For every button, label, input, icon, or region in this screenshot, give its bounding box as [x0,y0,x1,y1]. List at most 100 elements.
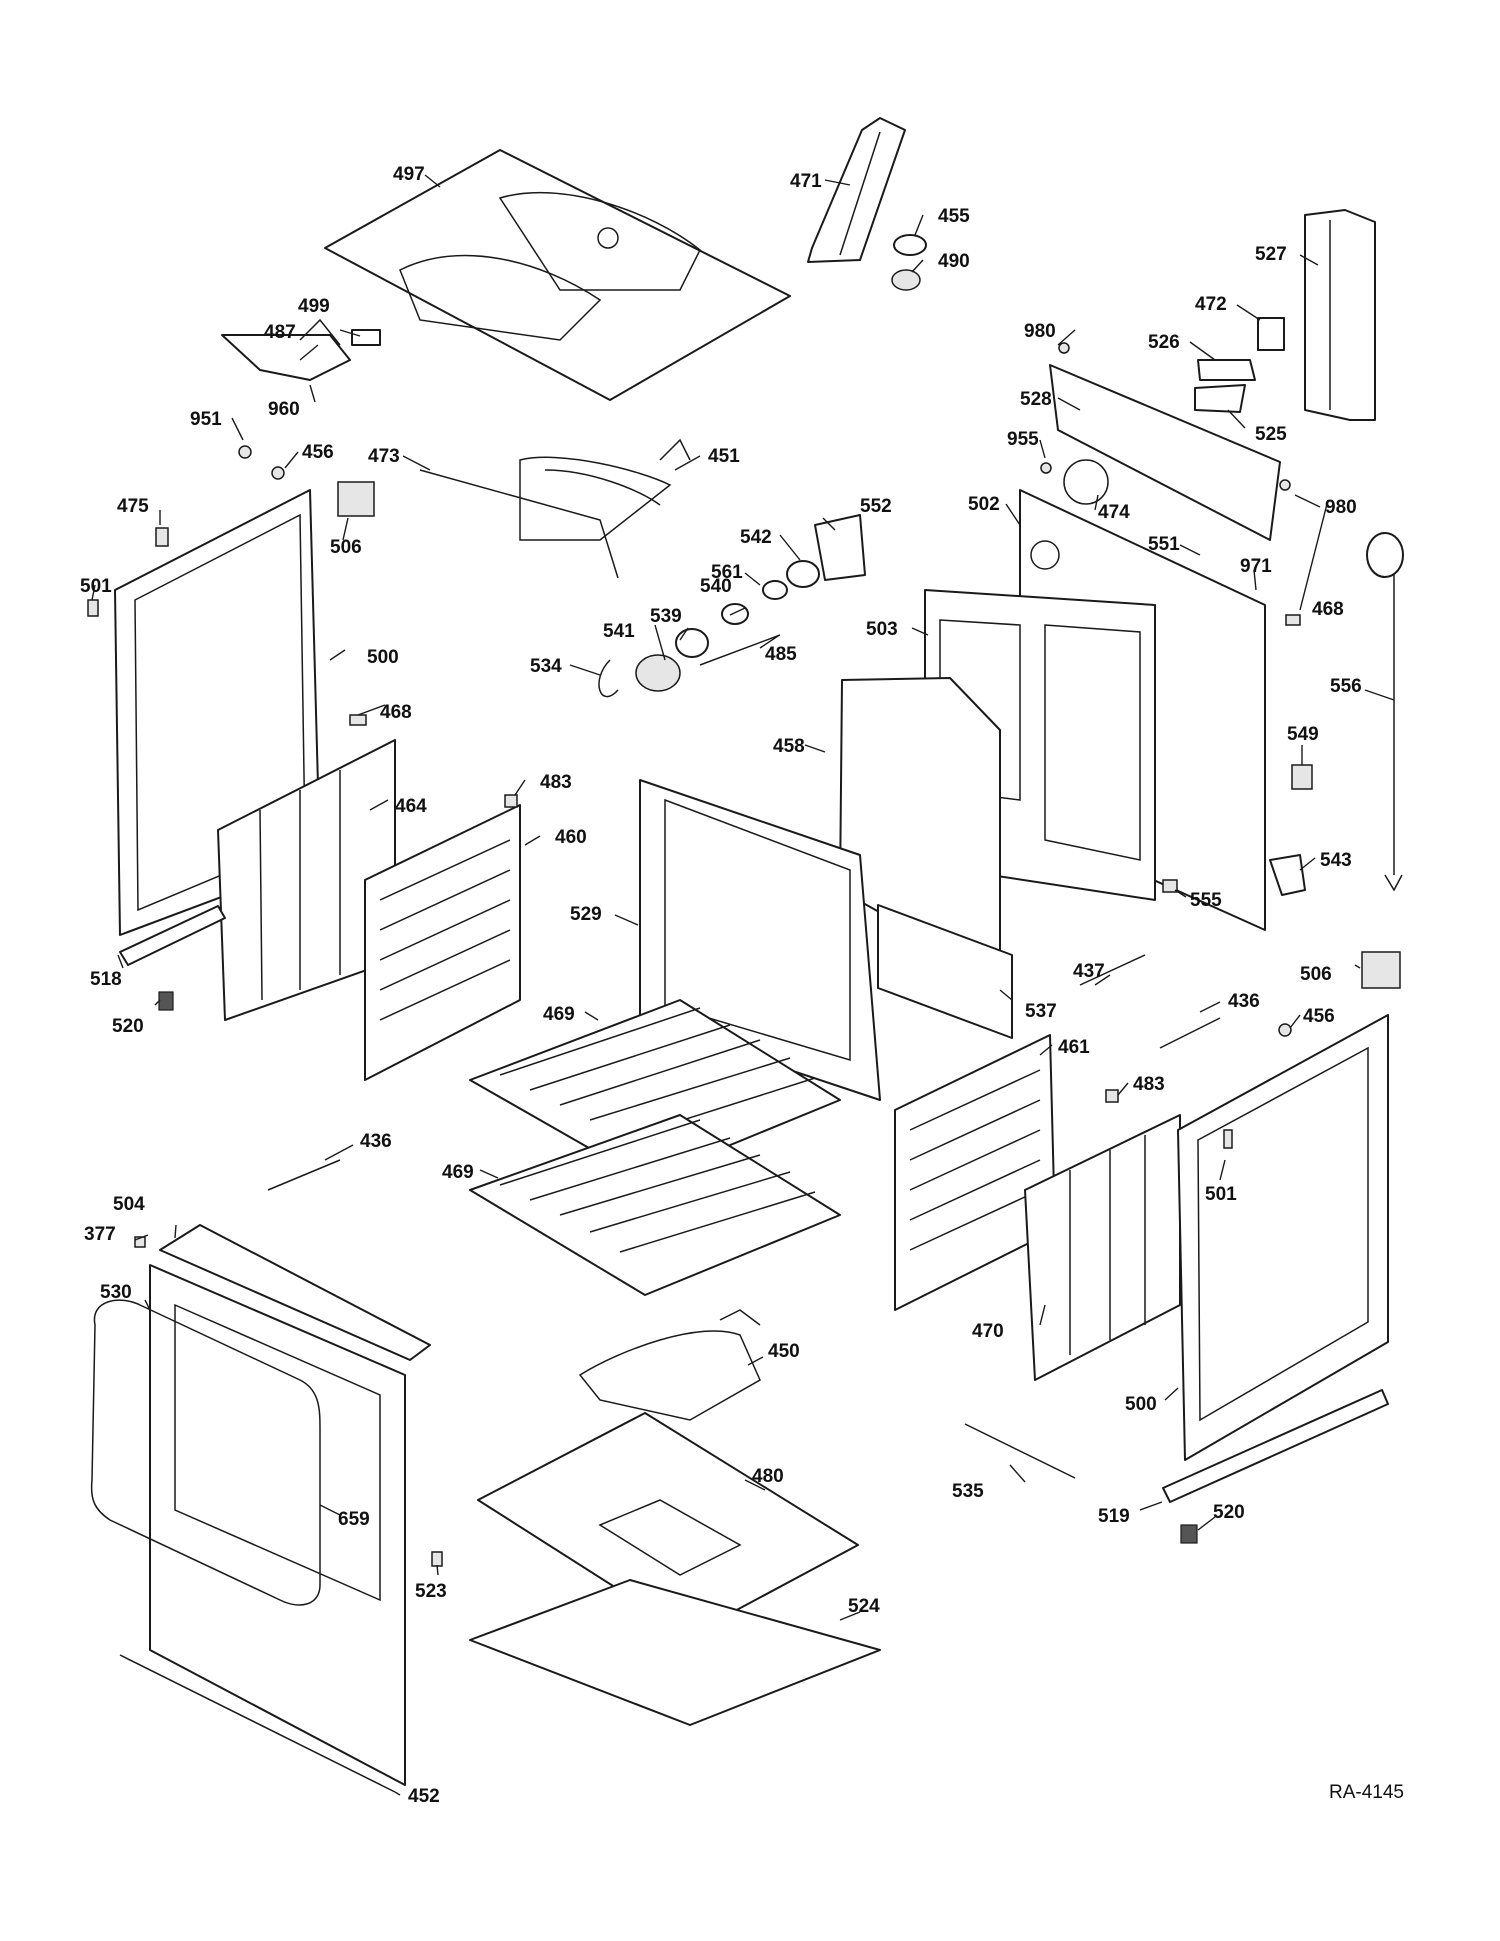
callout-500: 500 [367,647,399,668]
right-heat-shield-part [1024,1114,1181,1381]
callout-456: 456 [1303,1006,1335,1027]
callout-503: 503 [866,619,898,640]
callout-437: 437 [1073,961,1105,982]
callout-452: 452 [408,1786,440,1807]
callout-472: 472 [1195,294,1227,315]
callout-485: 485 [765,644,797,665]
callout-520: 520 [112,1016,144,1037]
callout-518: 518 [90,969,122,990]
callout-473: 473 [368,446,400,467]
anti-tip-rod-part [1366,532,1404,892]
switch-assembly-part [221,318,381,381]
callout-524: 524 [848,1596,880,1617]
misc-bracket-part [1162,764,1313,896]
left-heat-shield-part [217,739,396,1021]
callout-543: 543 [1320,850,1352,871]
callout-525: 525 [1255,424,1287,445]
left-rack-support-part [364,804,521,1081]
callout-436: 436 [360,1131,392,1152]
callout-955: 955 [1007,429,1039,450]
reference-code: RA-4145 [1329,1782,1404,1803]
callout-556: 556 [1330,676,1362,697]
callout-504: 504 [113,1194,145,1215]
callout-520: 520 [1213,1502,1245,1523]
callout-500: 500 [1125,1394,1157,1415]
bottom-panel-part [469,1579,881,1726]
callout-464: 464 [395,796,427,817]
callout-555: 555 [1190,890,1222,911]
callout-455: 455 [938,206,970,227]
back-wall-panel-part [877,904,1013,1039]
callout-483: 483 [1133,1074,1165,1095]
callout-539: 539 [650,606,682,627]
callout-490: 490 [938,251,970,272]
callout-980: 980 [1024,321,1056,342]
callout-497: 497 [393,164,425,185]
callout-506: 506 [330,537,362,558]
callout-461: 461 [1058,1037,1090,1058]
callout-labels: 497 471 455 490 527 499 487 960 472 980 … [80,164,1404,1807]
rear-vent-panel-part [1304,209,1376,421]
callout-502: 502 [968,494,1000,515]
callout-561: 561 [711,562,743,583]
callout-519: 519 [1098,1506,1130,1527]
callout-470: 470 [972,1321,1004,1342]
callout-460: 460 [555,827,587,848]
callout-474: 474 [1098,502,1130,523]
callout-537: 537 [1025,1001,1057,1022]
callout-552: 552 [860,496,892,517]
callout-483: 483 [540,772,572,793]
callout-501: 501 [80,576,112,597]
callout-960: 960 [268,399,300,420]
callout-549: 549 [1287,724,1319,745]
callout-542: 542 [740,527,772,548]
callout-530: 530 [100,1282,132,1303]
terminal-cover-part [337,481,1401,989]
oven-light-assembly-part [598,514,866,698]
callout-499: 499 [298,296,330,317]
front-frame-part [134,1224,431,1786]
callout-468: 468 [380,702,412,723]
callout-377: 377 [84,1224,116,1245]
oven-rack-upper-part [469,999,841,1181]
callout-475: 475 [117,496,149,517]
callout-468: 468 [1312,599,1344,620]
callout-535: 535 [952,1481,984,1502]
temperature-sensor-part [267,954,1221,1191]
right-leveling-leg-part [1162,1389,1389,1544]
fastener-part [87,342,1301,1149]
clip-part [431,1551,443,1567]
vent-gasket-part [891,234,927,291]
callout-458: 458 [773,736,805,757]
callout-501: 501 [1205,1184,1237,1205]
bake-element-part [578,1309,761,1421]
callout-540: 540 [700,576,732,597]
bottom-trim-part [119,1654,396,1793]
callout-456: 456 [302,442,334,463]
leader-lines [91,174,1395,1796]
cooktop-part [324,149,791,401]
callout-487: 487 [264,322,296,343]
callout-528: 528 [1020,389,1052,410]
callout-471: 471 [790,171,822,192]
callout-659: 659 [338,1509,370,1530]
callout-523: 523 [415,1581,447,1602]
callout-469: 469 [442,1162,474,1183]
callout-506: 506 [1300,964,1332,985]
callout-436: 436 [1228,991,1260,1012]
callout-527: 527 [1255,244,1287,265]
callout-951: 951 [190,409,222,430]
callout-971: 971 [1240,556,1272,577]
callout-980: 980 [1325,497,1357,518]
callout-529: 529 [570,904,602,925]
vent-duct-part [807,117,906,263]
callout-541: 541 [603,621,635,642]
door-gasket-part [90,1299,321,1606]
callout-469: 469 [543,1004,575,1025]
callout-451: 451 [708,446,740,467]
broil-element-part [419,438,691,579]
oven-rack-lower-part [469,1114,841,1296]
terminal-block-part [1194,317,1285,413]
callout-534: 534 [530,656,562,677]
